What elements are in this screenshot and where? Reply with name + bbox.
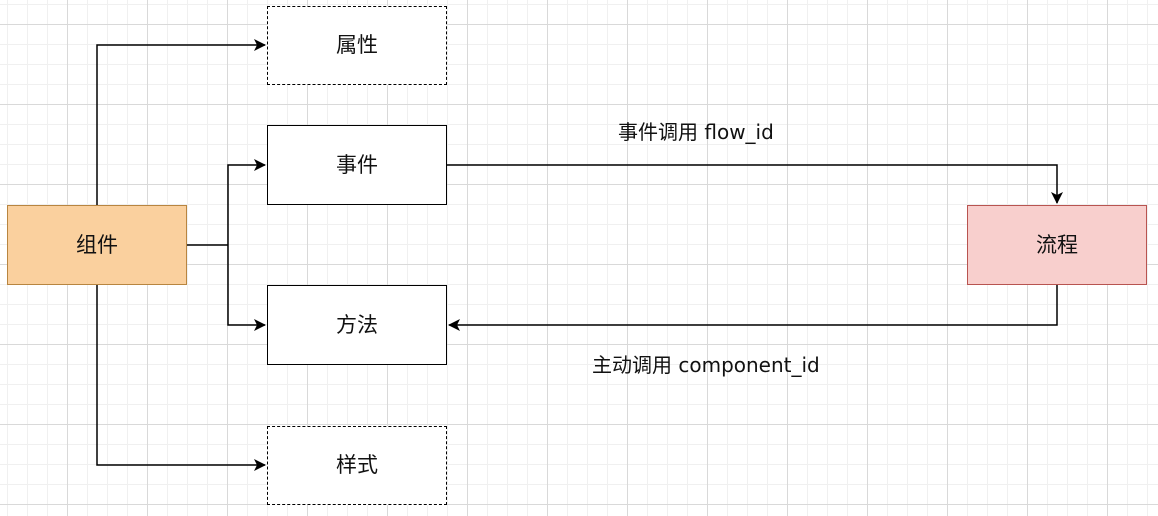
arrow-component-to-event [227, 159, 266, 245]
event-node-label: 事件 [336, 152, 378, 177]
component-node-label: 组件 [76, 232, 118, 257]
component-node[interactable]: 组件 [7, 205, 187, 285]
edge-label-flow-to-method: 主动调用 component_id [592, 353, 820, 377]
method-node[interactable]: 方法 [267, 285, 447, 365]
style-node[interactable]: 样式 [267, 426, 447, 505]
arrow-component-to-method [227, 245, 266, 331]
event-node[interactable]: 事件 [267, 125, 447, 205]
edge-label-event-to-flow: 事件调用 flow_id [618, 120, 774, 144]
arrow-component-to-style [96, 285, 266, 471]
attribute-node-label: 属性 [336, 33, 378, 57]
flow-node-label: 流程 [1036, 232, 1078, 257]
flow-node[interactable]: 流程 [967, 205, 1147, 285]
arrow-event-to-flow [447, 164, 1063, 204]
method-node-label: 方法 [336, 312, 378, 337]
attribute-node[interactable]: 属性 [267, 6, 447, 85]
arrow-flow-to-method [448, 285, 1058, 331]
style-node-label: 样式 [336, 453, 378, 477]
arrow-component-to-attribute [96, 39, 266, 205]
